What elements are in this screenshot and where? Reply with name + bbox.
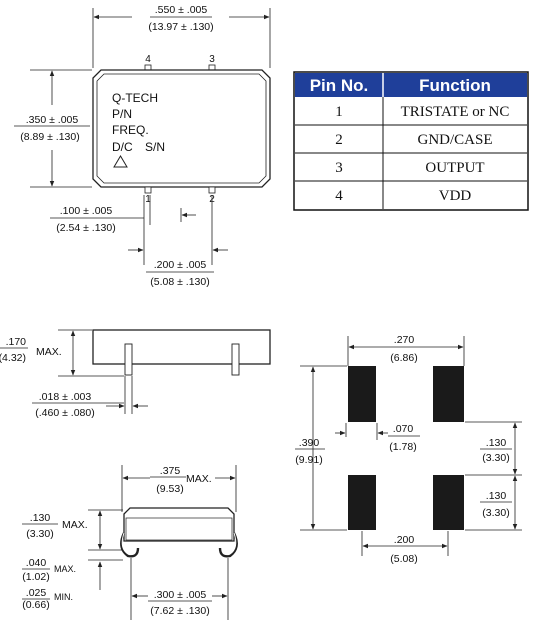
- end-view: .375 MAX. (9.53) .130 (3.30) MAX. .040 (…: [22, 465, 238, 620]
- pad-h2-mm: (3.30): [482, 507, 509, 519]
- pin-spacing-in: .200 ± .005: [154, 259, 207, 271]
- lead-span-mm: (7.62 ± .130): [150, 605, 209, 617]
- land-pattern: .270 (6.86) .390 (9.91) .070 (1.78) .130…: [295, 334, 522, 565]
- land-pitch-in: .200: [394, 534, 415, 546]
- top-package-outline: [92, 69, 271, 188]
- marking-pn: P/N: [112, 107, 132, 121]
- row-1-function: TRISTATE or NC: [401, 104, 510, 120]
- lead-max-mm: (1.02): [22, 571, 49, 583]
- header-function: Function: [419, 76, 491, 95]
- land-pad: [348, 366, 376, 422]
- pad-width-in: .100 ± .005: [60, 205, 113, 217]
- lead-min-mm: (0.66): [22, 599, 49, 611]
- land-gap-in: .070: [393, 423, 414, 435]
- side-height-in: .170: [6, 336, 27, 348]
- lead-max-in: .040: [26, 557, 47, 569]
- top-height-in: .350 ± .005: [26, 114, 79, 126]
- land-pad: [348, 475, 376, 530]
- end-package-body: [123, 507, 235, 542]
- lead-span-in: .300 ± .005: [154, 589, 207, 601]
- row-3-pin: 3: [335, 160, 343, 176]
- land-gap-mm: (1.78): [389, 441, 416, 453]
- top-view: .550 ± .005 (13.97 ± .130) 4 3 Q-TECH P/…: [14, 4, 271, 288]
- lead-min-suffix: MIN.: [54, 592, 73, 602]
- table-row: 1 TRISTATE or NC: [335, 104, 509, 120]
- marking-qtech: Q-TECH: [112, 91, 158, 105]
- pin-3-label: 3: [209, 54, 215, 65]
- lead-width-in: .018 ± .003: [39, 391, 92, 403]
- end-width-mm: (9.53): [156, 483, 183, 495]
- land-pad: [433, 366, 464, 422]
- end-height-suffix: MAX.: [62, 519, 88, 531]
- table-header: [295, 73, 527, 97]
- side-package-body: [92, 329, 271, 365]
- pin-function-table: Pin No. Function 1 TRISTATE or NC 2 GND/…: [293, 71, 529, 211]
- pin-4-label: 4: [145, 54, 151, 65]
- side-view: .170 (4.32) MAX. .018 ± .003 (.460 ± .08…: [0, 329, 271, 419]
- row-1-pin: 1: [335, 104, 343, 120]
- land-width-mm: (6.86): [390, 352, 417, 364]
- pad-width-mm: (2.54 ± .130): [56, 222, 115, 234]
- pad-h1-in: .130: [486, 437, 507, 449]
- table-row: 4 VDD: [335, 188, 471, 204]
- marking-dc: D/C: [112, 140, 133, 154]
- row-2-function: GND/CASE: [417, 132, 492, 148]
- row-4-function: VDD: [439, 188, 472, 204]
- table-row: 3 OUTPUT: [335, 160, 484, 176]
- land-height-mm: (9.91): [295, 454, 322, 466]
- pin-1-label: 1: [145, 194, 151, 205]
- lead-max-suffix: MAX.: [54, 564, 76, 574]
- land-height-in: .390: [299, 437, 320, 449]
- end-width-suffix: MAX.: [186, 473, 212, 485]
- end-height-mm: (3.30): [26, 528, 53, 540]
- end-height-in: .130: [30, 512, 51, 524]
- side-height-mm: (4.32): [0, 352, 26, 364]
- row-3-function: OUTPUT: [425, 160, 484, 176]
- top-width-in: .550 ± .005: [155, 4, 208, 16]
- pin1-triangle-icon: [113, 155, 128, 168]
- header-pin-no: Pin No.: [310, 76, 369, 95]
- pin-spacing-mm: (5.08 ± .130): [150, 276, 209, 288]
- land-pad: [433, 475, 464, 530]
- pad-h2-in: .130: [486, 490, 507, 502]
- land-pitch-mm: (5.08): [390, 553, 417, 565]
- row-2-pin: 2: [335, 132, 343, 148]
- end-width-in: .375: [160, 465, 181, 477]
- side-height-suffix: MAX.: [36, 346, 62, 358]
- row-4-pin: 4: [335, 188, 343, 204]
- top-height-mm: (8.89 ± .130): [20, 131, 79, 143]
- lead-min-in: .025: [26, 587, 47, 599]
- table-row: 2 GND/CASE: [335, 132, 492, 148]
- top-width-mm: (13.97 ± .130): [148, 21, 213, 33]
- land-width-in: .270: [394, 334, 415, 346]
- lead-width-mm: (.460 ± .080): [35, 407, 94, 419]
- marking-freq: FREQ.: [112, 123, 149, 137]
- marking-sn: S/N: [145, 140, 165, 154]
- pad-h1-mm: (3.30): [482, 452, 509, 464]
